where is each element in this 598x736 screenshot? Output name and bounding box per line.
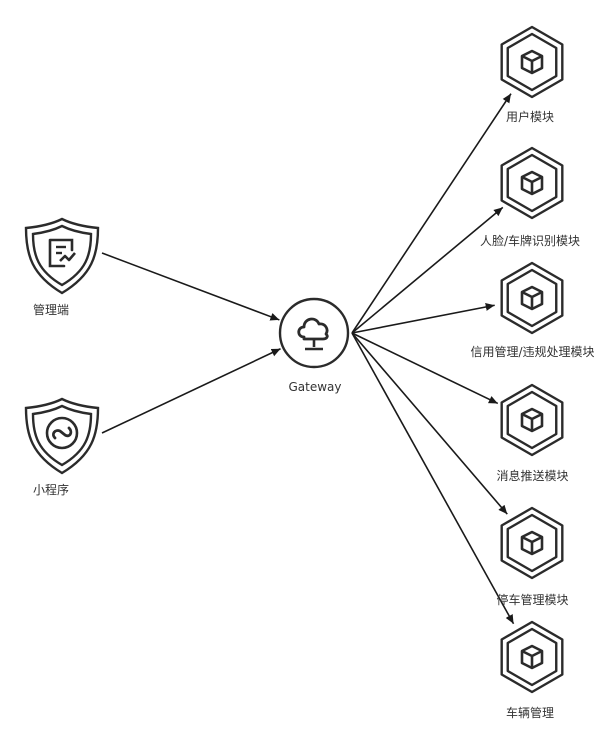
gateway-label: Gateway [288,380,342,394]
arrow-gateway-to-face-plate [351,206,504,334]
document-shield-icon [24,217,100,295]
cloud-network-icon [278,297,350,369]
credit-module-label: 信用管理/违规处理模块 [470,345,595,359]
module-cube-icon-face-plate [500,146,564,220]
arrow-miniapp-to-gateway [101,348,281,434]
mini-program-client-label: 小程序 [32,483,69,497]
parking-module-label: 停车管理模块 [496,593,569,607]
user-module-label: 用户模块 [505,110,554,124]
push-module-label: 消息推送模块 [496,469,569,483]
connector-arrows [101,93,515,625]
module-cube-icon-user [500,25,564,99]
arrow-gateway-to-user [351,93,512,334]
arrow-gateway-to-vehicle [351,332,515,625]
diagram-nodes [24,25,564,694]
arrow-gateway-to-credit [351,303,495,334]
vehicle-module-label: 车辆管理 [505,706,554,720]
arrow-gateway-to-parking [351,332,508,515]
module-cube-icon-vehicle [500,620,564,694]
module-cube-icon-parking [500,506,564,580]
module-cube-icon-push [500,383,564,457]
face-plate-module-label: 人脸/车牌识别模块 [479,234,581,248]
mini-program-shield-icon [24,397,100,475]
arrow-gateway-to-push [351,332,499,405]
admin-client-label: 管理端 [32,303,69,317]
module-cube-icon-credit [500,261,564,335]
arrow-admin-to-gateway [101,252,280,321]
